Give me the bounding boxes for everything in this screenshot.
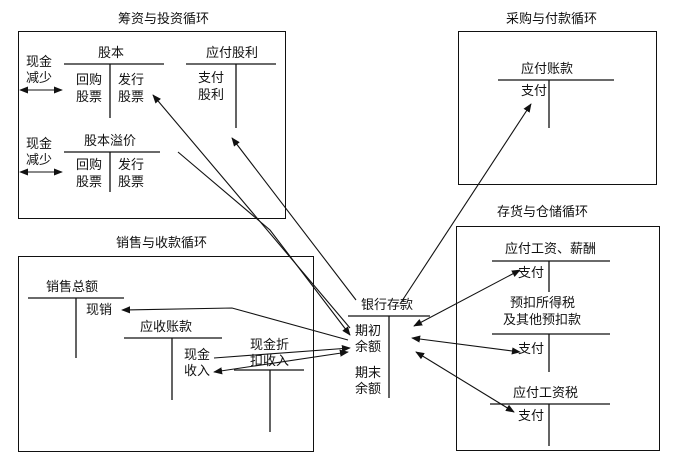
sales-cycle-title: 销售与收款循环 <box>116 236 208 251</box>
bank-deposit-opening-2: 余额 <box>355 340 382 355</box>
arrow-cash-discount-bank <box>213 349 349 375</box>
financing-investing-cycle-box <box>18 31 286 219</box>
sales-total-title: 销售总额 <box>46 280 99 295</box>
financing-cycle-title: 筹资与投资循环 <box>118 12 210 27</box>
wages-payable-title: 应付工资、薪酬 <box>505 242 597 257</box>
payroll-tax-title: 应付工资税 <box>513 386 579 401</box>
share-capital-credit-1: 发行 <box>118 73 145 88</box>
bank-deposit-title: 银行存款 <box>361 298 414 313</box>
share-capital-credit-2: 股票 <box>118 90 145 105</box>
arrow-bank-to-dividends <box>231 137 357 301</box>
inventory-cycle-title: 存货与仓储循环 <box>497 205 589 220</box>
purchasing-cycle-title: 采购与付款循环 <box>506 12 598 27</box>
purchasing-payment-cycle-box <box>458 31 657 185</box>
share-premium-side-note-2: 减少 <box>26 153 53 168</box>
share-capital-debit-2: 股票 <box>76 90 103 105</box>
bank-deposit-closing-2: 余额 <box>355 382 382 397</box>
withholding-title-1: 预扣所得税 <box>510 296 576 311</box>
share-premium-title: 股本溢价 <box>84 134 137 149</box>
share-premium-credit-2: 股票 <box>118 175 145 190</box>
arrow-bank-withholding <box>411 335 521 355</box>
share-capital-side-note-2: 减少 <box>26 71 53 86</box>
sales-total-credit: 现销 <box>86 303 113 318</box>
dividends-payable-debit-1: 支付 <box>198 71 225 86</box>
bank-deposit-opening-1: 期初 <box>355 324 382 339</box>
share-premium-debit-1: 回购 <box>76 158 103 173</box>
share-capital-title: 股本 <box>98 46 125 61</box>
accounts-payable-debit: 支付 <box>521 84 548 99</box>
accounts-receivable-credit-1: 现金 <box>184 348 211 363</box>
accounts-receivable-credit-2: 收入 <box>184 364 211 379</box>
payroll-tax-debit: 支付 <box>518 409 545 424</box>
arrow-share-premium-to-bank <box>177 151 351 336</box>
withholding-title-2: 及其他预扣款 <box>503 313 582 328</box>
share-capital-side-note-1: 现金 <box>26 55 53 70</box>
share-premium-credit-1: 发行 <box>118 158 145 173</box>
arrow-bank-payroll-tax <box>415 351 515 413</box>
wages-payable-debit: 支付 <box>518 266 545 281</box>
accounts-receivable-title: 应收账款 <box>140 320 193 335</box>
accounts-payable-title: 应付账款 <box>521 62 574 77</box>
cash-discount-title-1: 现金折 <box>250 338 290 353</box>
share-capital-debit-1: 回购 <box>76 73 103 88</box>
dividends-payable-title: 应付股利 <box>206 46 259 61</box>
withholding-debit: 支付 <box>518 342 545 357</box>
dividends-payable-debit-2: 股利 <box>198 88 225 103</box>
arrow-bank-to-share-capital <box>152 94 351 329</box>
share-premium-debit-2: 股票 <box>76 175 103 190</box>
arrow-bank-to-sales-cash <box>121 306 349 341</box>
share-premium-side-note-1: 现金 <box>26 137 53 152</box>
cash-discount-title-2: 扣收入 <box>250 354 290 369</box>
arrow-bank-wages-payable <box>413 269 521 327</box>
bank-deposit-closing-1: 期末 <box>355 366 382 381</box>
